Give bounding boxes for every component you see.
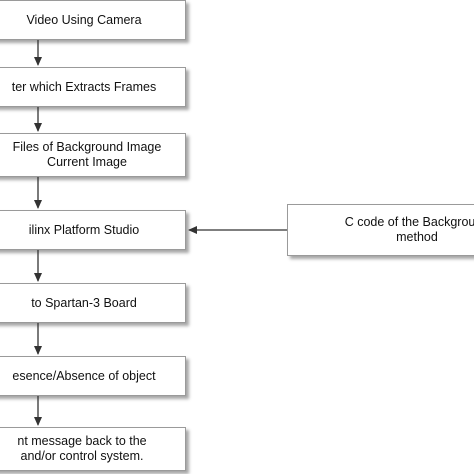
step-presence-detection: esence/Absence of object	[0, 356, 186, 396]
side-input-line-2: method	[396, 230, 438, 244]
step-send-message-line-2: and/or control system.	[20, 449, 144, 463]
step-frame-extractor-text: ter which Extracts Frames	[11, 79, 157, 94]
step-presence-detection-text: esence/Absence of object	[12, 368, 156, 383]
step-capture-video: Video Using Camera	[0, 0, 186, 40]
step-platform-studio-text: ilinx Platform Studio	[28, 222, 140, 237]
step-image-files-line-1: Files of Background Image	[12, 140, 162, 154]
side-input-line-1: C code of the Background	[344, 215, 474, 229]
step-platform-studio: ilinx Platform Studio	[0, 210, 186, 250]
step-image-files-line-2: Current Image	[47, 155, 127, 169]
step-image-files: Files of Background Image Current Image	[0, 133, 186, 177]
step-spartan-board: to Spartan-3 Board	[0, 283, 186, 323]
step-capture-video-text: Video Using Camera	[26, 12, 142, 27]
step-send-message-line-1: nt message back to the	[17, 434, 147, 448]
step-spartan-board-text: to Spartan-3 Board	[31, 295, 137, 310]
step-send-message: nt message back to the and/or control sy…	[0, 427, 186, 471]
side-input-c-code: C code of the Background method	[287, 204, 474, 256]
step-frame-extractor: ter which Extracts Frames	[0, 67, 186, 107]
